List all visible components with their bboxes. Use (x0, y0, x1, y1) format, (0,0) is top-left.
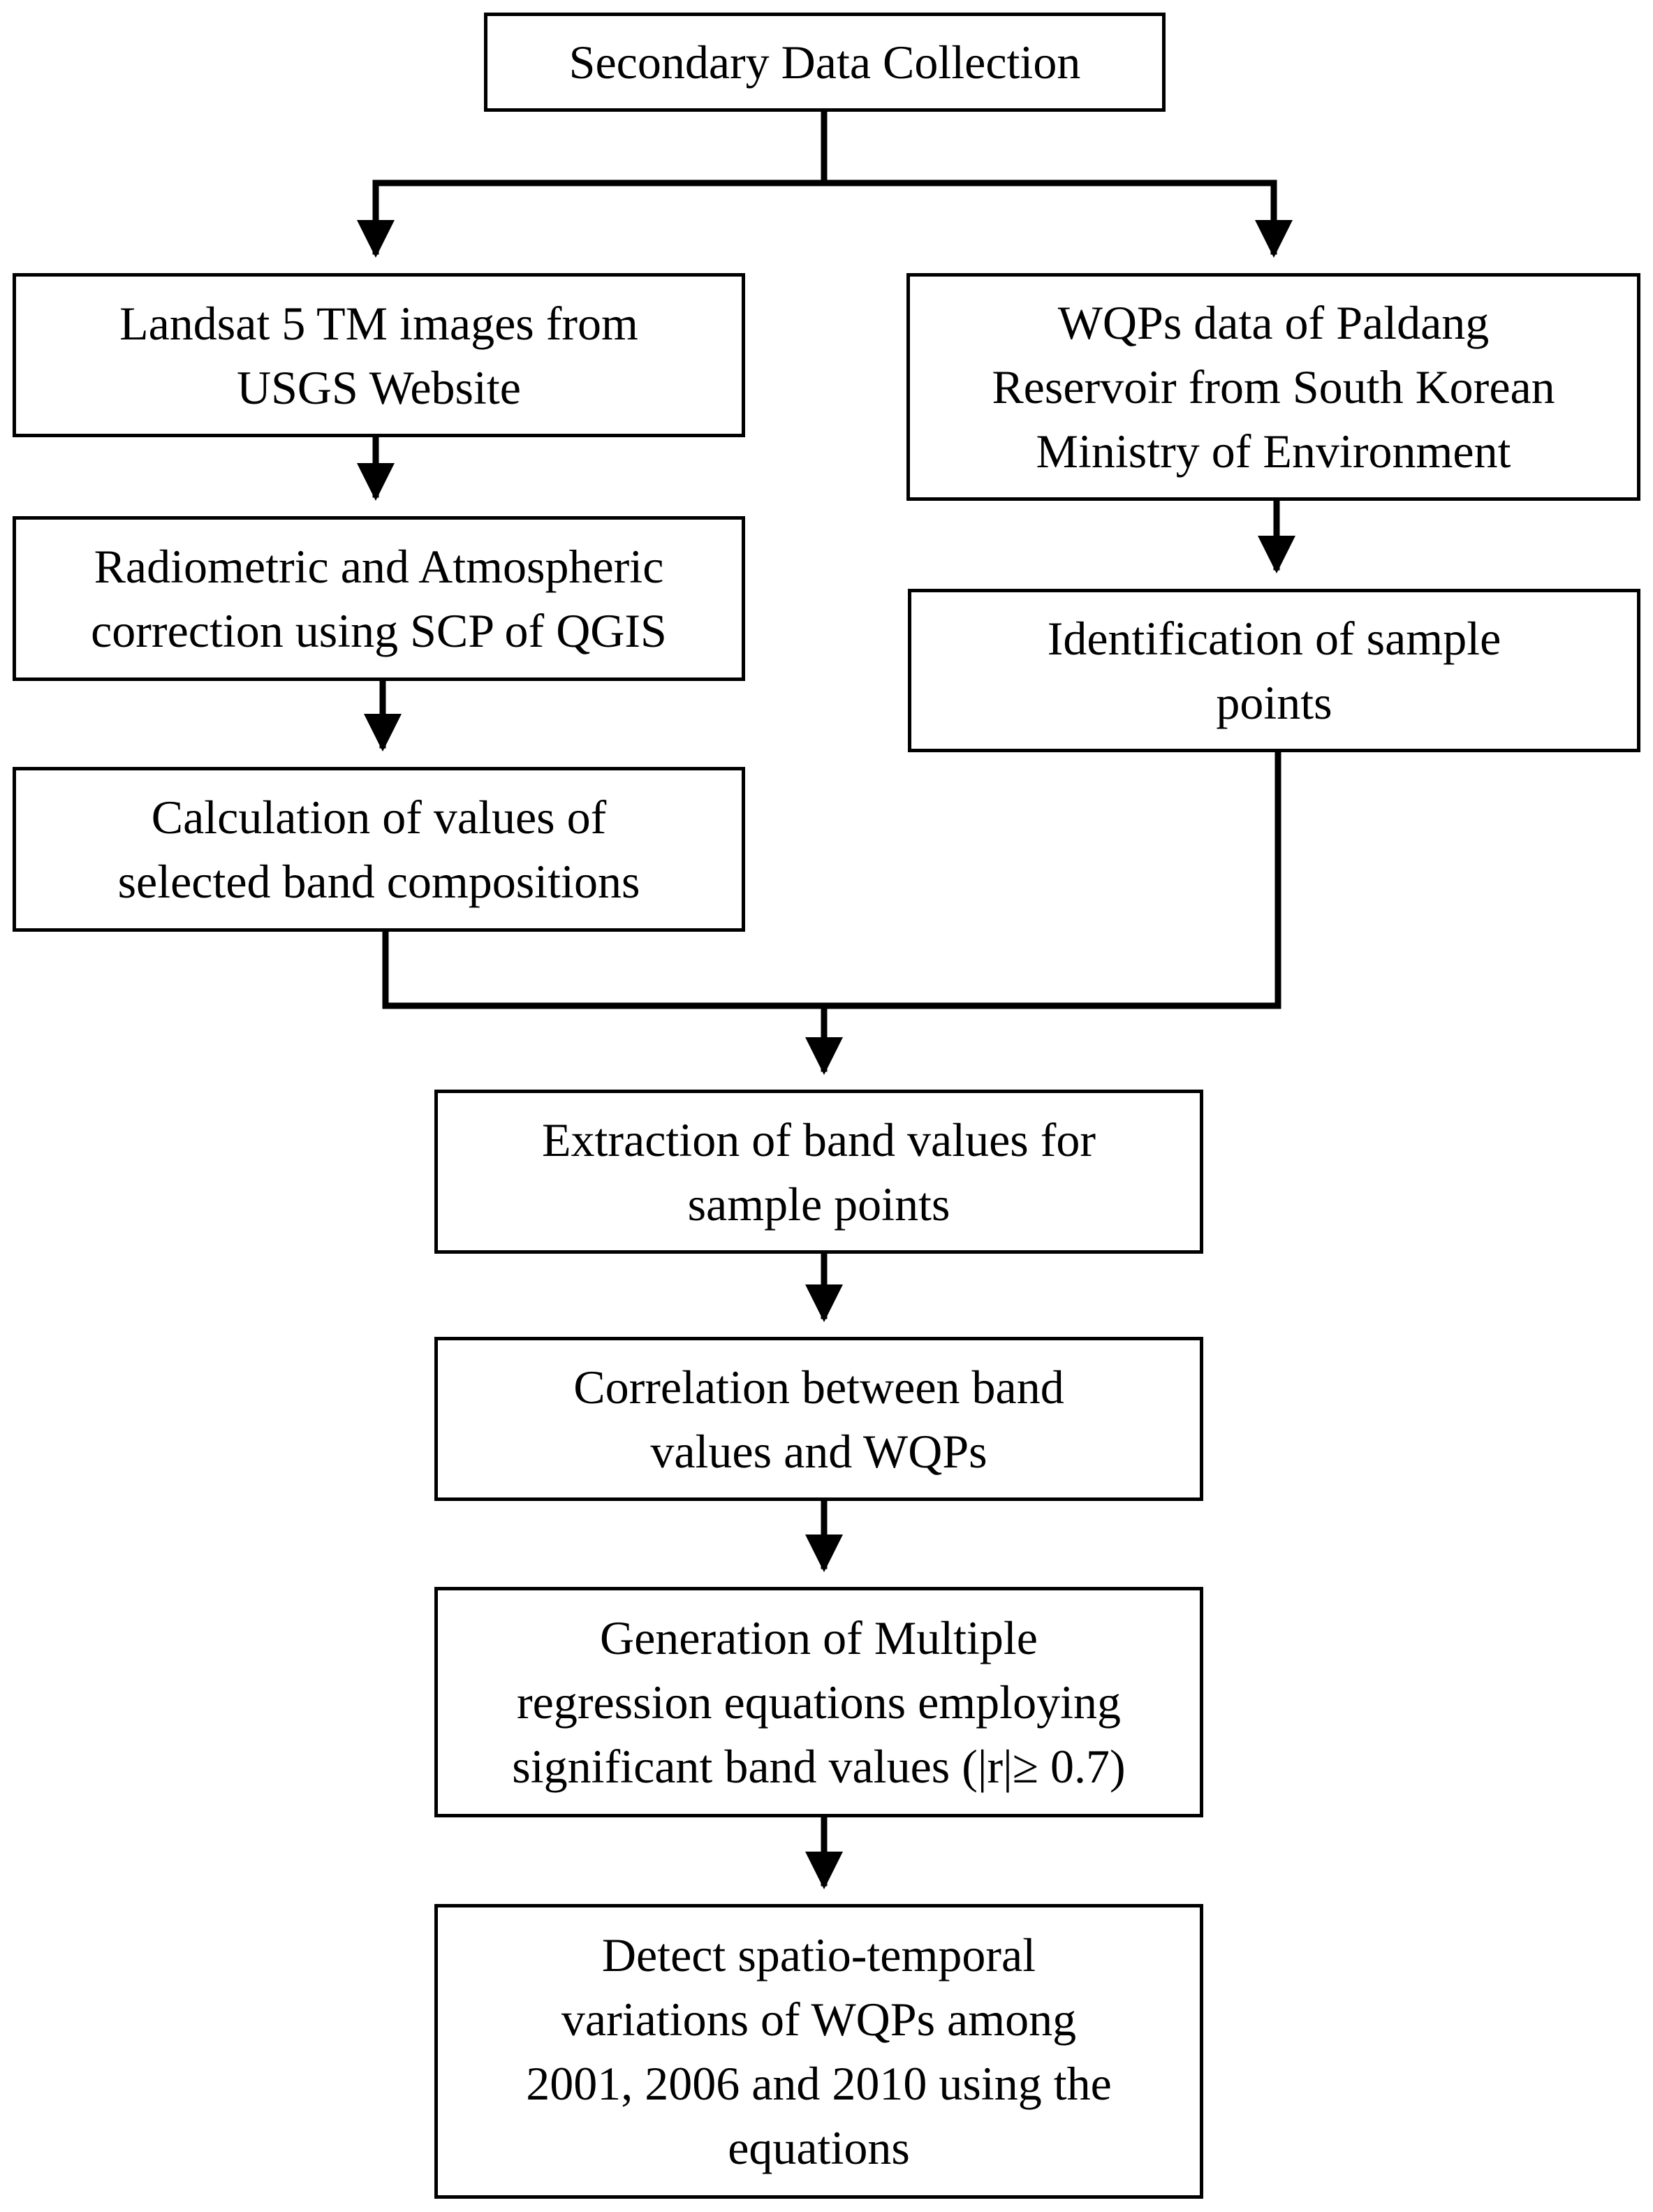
node-wqps-data: WQPs data of Paldang Reservoir from Sout… (906, 273, 1640, 501)
node-landsat-images: Landsat 5 TM images from USGS Website (13, 273, 745, 437)
edge-identify-merge (821, 749, 1281, 1009)
edge-secondary-split (372, 108, 1277, 186)
node-label: Generation of Multiple regression equati… (512, 1611, 1126, 1793)
node-generate-regression: Generation of Multiple regression equati… (434, 1587, 1203, 1817)
node-calculate-band-values: Calculation of values of selected band c… (13, 767, 745, 932)
node-label: Secondary Data Collection (568, 36, 1081, 89)
node-detect-variations: Detect spatio-temporal variations of WQP… (434, 1904, 1203, 2199)
node-identify-sample-points: Identification of sample points (908, 589, 1640, 752)
node-secondary-data-collection: Secondary Data Collection (484, 13, 1166, 112)
edge-calc-merge (382, 928, 828, 1009)
node-label: Detect spatio-temporal variations of WQP… (526, 1928, 1112, 2174)
node-label: Extraction of band values for sample poi… (541, 1113, 1096, 1231)
node-label: Radiometric and Atmospheric correction u… (91, 540, 667, 657)
node-label: Calculation of values of selected band c… (117, 791, 640, 908)
node-label: Identification of sample points (1047, 612, 1501, 729)
node-label: Correlation between band values and WQPs (573, 1360, 1064, 1478)
node-correlation: Correlation between band values and WQPs (434, 1337, 1203, 1501)
node-label: WQPs data of Paldang Reservoir from Sout… (992, 296, 1555, 478)
node-extract-band-values: Extraction of band values for sample poi… (434, 1090, 1203, 1254)
node-label: Landsat 5 TM images from USGS Website (119, 296, 638, 414)
node-radiometric-correction: Radiometric and Atmospheric correction u… (13, 516, 745, 681)
